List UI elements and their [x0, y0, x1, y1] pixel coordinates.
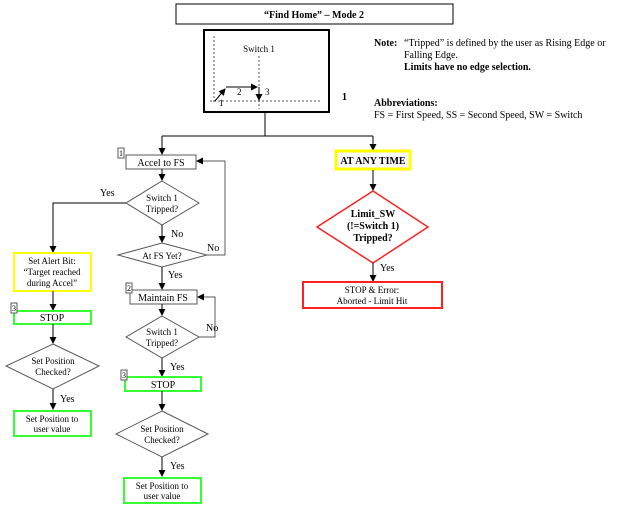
- edge-label-no: No: [206, 323, 218, 334]
- svg-text:Accel to FS: Accel to FS: [137, 158, 184, 169]
- note-block: Note: “Tripped” is defined by the user a…: [374, 38, 606, 73]
- note-line-2: Falling Edge.: [404, 50, 458, 61]
- inset-step-2: 2: [237, 87, 242, 97]
- svg-text:“Target reached: “Target reached: [24, 267, 81, 277]
- svg-text:Aborted - Limit Hit: Aborted - Limit Hit: [337, 296, 408, 306]
- step-badge-3: 3: [122, 371, 126, 380]
- svg-text:Set Position to: Set Position to: [26, 414, 79, 424]
- decision-limit-sw-tripped: Limit_SW (!=Switch 1) Tripped?: [315, 190, 430, 264]
- svg-text:Checked?: Checked?: [144, 435, 179, 445]
- svg-text:user value: user value: [144, 491, 181, 501]
- svg-text:Switch 1: Switch 1: [146, 327, 178, 337]
- edge-label-no: No: [171, 229, 183, 240]
- svg-text:AT ANY TIME: AT ANY TIME: [340, 156, 406, 167]
- edge-label-yes: Yes: [380, 263, 395, 274]
- abbreviations-heading: Abbreviations:: [374, 98, 438, 109]
- svg-text:Maintain FS: Maintain FS: [138, 293, 188, 304]
- edge-label-yes: Yes: [100, 188, 115, 199]
- svg-text:Set Position: Set Position: [31, 356, 75, 366]
- edge-label-yes: Yes: [60, 394, 75, 405]
- at-any-time-box: AT ANY TIME: [334, 149, 412, 171]
- step1-arrow: [214, 88, 226, 102]
- svg-text:Tripped?: Tripped?: [353, 233, 392, 244]
- svg-text:Set Position: Set Position: [140, 424, 184, 434]
- title-box: “Find Home” – Mode 2: [175, 3, 454, 25]
- edge-label-yes: Yes: [170, 461, 185, 472]
- decision-switch1-tripped-maintain: Switch 1 Tripped?: [125, 315, 201, 359]
- step-badge-2: 2: [127, 284, 131, 293]
- set-position-box-left: Set Position to user value: [13, 410, 92, 437]
- svg-text:Checked?: Checked?: [35, 367, 70, 377]
- svg-text:STOP: STOP: [151, 380, 176, 391]
- edge-label-yes: Yes: [170, 362, 185, 373]
- svg-text:Tripped?: Tripped?: [146, 204, 178, 214]
- inset-step-1: 1: [219, 98, 224, 108]
- decision-at-fs-yet: At FS Yet?: [116, 242, 209, 268]
- stop-box-left: STOP 3: [10, 302, 92, 325]
- step-badge-1: 1: [119, 149, 123, 158]
- yes-branch-connector: [49, 202, 126, 253]
- motion-profile-inset: Switch 1 1 2 3: [203, 29, 330, 113]
- svg-text:(!=Switch 1): (!=Switch 1): [347, 221, 399, 232]
- no-loop-connector-accel: [196, 157, 226, 256]
- page-title: “Find Home” – Mode 2: [264, 10, 364, 21]
- note-line-3: Limits have no edge selection.: [404, 62, 531, 73]
- no-loop-connector-maintain: [197, 293, 216, 338]
- set-alert-bit-box: Set Alert Bit: “Target reached during Ac…: [13, 252, 92, 292]
- svg-text:STOP & Error:: STOP & Error:: [345, 285, 400, 295]
- svg-text:Switch 1: Switch 1: [146, 193, 178, 203]
- svg-text:Limit_SW: Limit_SW: [351, 209, 395, 220]
- svg-text:user value: user value: [34, 424, 71, 434]
- svg-text:during Accel”: during Accel”: [27, 278, 77, 288]
- note-line-1: “Tripped” is defined by the user as Risi…: [404, 38, 606, 49]
- svg-text:At FS Yet?: At FS Yet?: [142, 251, 181, 261]
- accel-to-fs-box: Accel to FS 1: [117, 147, 197, 170]
- stop-box-center: STOP 3: [120, 369, 202, 392]
- svg-text:Tripped?: Tripped?: [146, 338, 178, 348]
- note-label: Note:: [374, 38, 397, 49]
- svg-text:STOP: STOP: [40, 313, 65, 324]
- svg-text:Set Alert Bit:: Set Alert Bit:: [28, 256, 76, 266]
- abbreviations-text: FS = First Speed, SS = Second Speed, SW …: [374, 110, 582, 121]
- limit-stop-error-box: STOP & Error: Aborted - Limit Hit: [302, 281, 443, 309]
- svg-text:Set Position to: Set Position to: [136, 481, 189, 491]
- side-number: 1: [342, 92, 347, 103]
- decision-set-position-checked-center: Set Position Checked?: [114, 410, 210, 458]
- decision-set-position-checked-left: Set Position Checked?: [4, 343, 101, 390]
- maintain-fs-box: Maintain FS 2: [125, 282, 198, 305]
- edge-label-no: No: [207, 243, 219, 254]
- abbreviations-block: Abbreviations: FS = First Speed, SS = Se…: [374, 98, 582, 121]
- decision-switch1-tripped-accel: Switch 1 Tripped?: [125, 180, 200, 226]
- inset-step-3: 3: [265, 87, 270, 97]
- step-badge-3: 3: [12, 304, 16, 313]
- edge-label-yes: Yes: [168, 270, 183, 281]
- inset-switch-label: Switch 1: [243, 44, 275, 54]
- set-position-box-center: Set Position to user value: [123, 477, 202, 504]
